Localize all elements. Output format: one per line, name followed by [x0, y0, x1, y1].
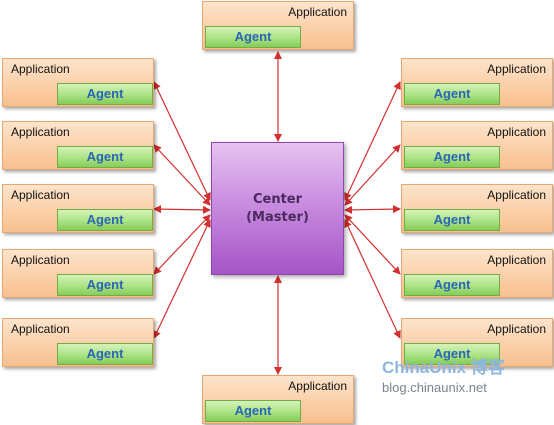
application-label: Application	[487, 125, 546, 139]
arrow-left-4	[153, 214, 211, 275]
arrow-right-4	[344, 214, 401, 275]
arrow-right-1	[344, 81, 401, 201]
application-label: Application	[487, 188, 546, 202]
agent-box: Agent	[404, 343, 500, 365]
agent-box: Agent	[404, 274, 500, 296]
application-label: Application	[11, 188, 70, 202]
arrow-left-5	[153, 219, 211, 339]
arrow-left-1	[153, 81, 211, 201]
application-label: Application	[487, 253, 546, 267]
agent-box: Agent	[57, 343, 153, 365]
agent-box: Agent	[57, 83, 153, 105]
agent-box: Agent	[205, 26, 301, 48]
center-subtitle: (Master)	[246, 209, 309, 225]
application-label: Application	[11, 125, 70, 139]
arrow-right-5	[344, 219, 401, 339]
arrow-right-2	[344, 144, 401, 206]
arrow-left-3	[153, 205, 211, 214]
application-label: Application	[11, 253, 70, 267]
watermark-logo: ChinaUnix 博客	[382, 358, 505, 377]
application-label: Application	[11, 322, 70, 336]
center-title: Center	[252, 191, 303, 207]
agent-box: Agent	[57, 274, 153, 296]
application-label: Application	[11, 62, 70, 76]
center-master-node: Center (Master)	[211, 142, 344, 275]
agent-box: Agent	[404, 146, 500, 168]
application-label: Application	[288, 379, 347, 393]
agent-box: Agent	[404, 83, 500, 105]
agent-box: Agent	[404, 209, 500, 231]
agent-box: Agent	[57, 209, 153, 231]
application-label: Application	[487, 62, 546, 76]
application-label: Application	[487, 322, 546, 336]
agent-box: Agent	[57, 146, 153, 168]
watermark: ChinaUnix 博客 blog.chinaunix.net	[382, 358, 532, 396]
application-label: Application	[288, 5, 347, 19]
arrow-left-2	[153, 144, 211, 206]
agent-box: Agent	[205, 400, 301, 422]
watermark-url: blog.chinaunix.net	[382, 380, 487, 395]
arrow-right-3	[344, 205, 401, 214]
